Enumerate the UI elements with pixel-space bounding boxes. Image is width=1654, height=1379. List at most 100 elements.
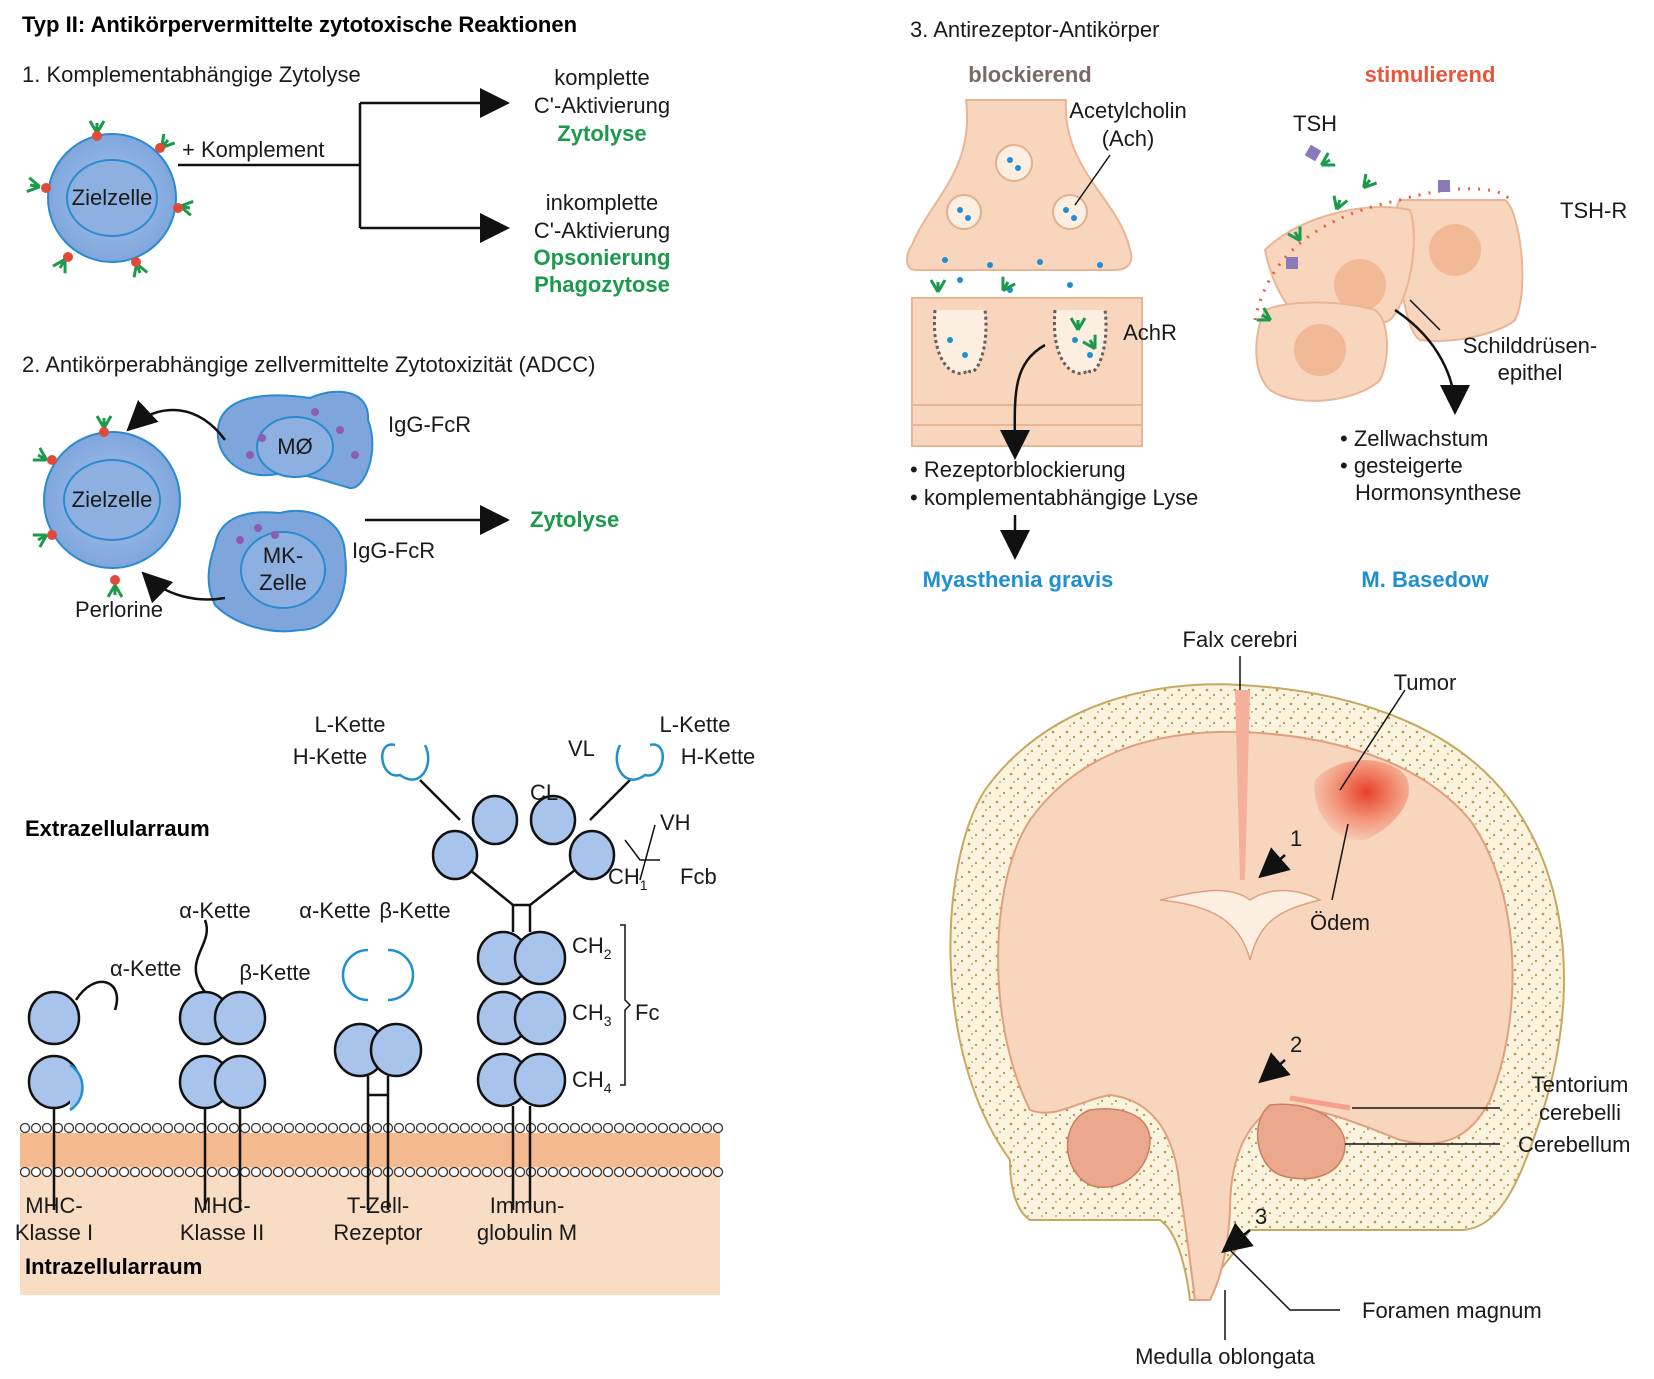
macrophage: MØ: [216, 390, 374, 489]
blocking-bullet-2: • komplementabhängige Lyse: [910, 485, 1198, 510]
mhc2-name-2: Klasse II: [180, 1220, 264, 1245]
lipid-head: [261, 1122, 273, 1134]
lipid-head: [657, 1166, 669, 1178]
lipid-head: [261, 1166, 273, 1178]
fc-label: Fc: [635, 1000, 659, 1025]
falx-label: Falx cerebri: [1183, 627, 1298, 652]
cerebellum-left: [1066, 1108, 1151, 1188]
fcb-label: Fcb: [680, 864, 717, 889]
lipid-head: [250, 1122, 262, 1134]
lipid-head: [371, 1166, 383, 1178]
lipid-head: [624, 1166, 636, 1178]
panel-type-ii: Typ II: Antikörpervermittelte zytotoxisc…: [22, 12, 670, 633]
thyroid-label-2: epithel: [1498, 360, 1563, 385]
lipid-head: [602, 1166, 614, 1178]
lipid-head: [459, 1166, 471, 1178]
lipid-head: [690, 1166, 702, 1178]
tcr-name-1: T-Zell-: [347, 1193, 409, 1218]
myasthenia-gravis-label: Myasthenia gravis: [923, 567, 1114, 592]
section1-heading: 1. Komplementabhängige Zytolyse: [22, 62, 361, 87]
lipid-head: [591, 1166, 603, 1178]
lipid-head: [118, 1166, 130, 1178]
panel-antireceptor: 3. Antirezeptor-Antikörper blockierend s…: [906, 17, 1627, 592]
lipid-head: [558, 1122, 570, 1134]
lipid-head: [96, 1166, 108, 1178]
lipid-head: [701, 1166, 713, 1178]
lipid-head: [107, 1122, 119, 1134]
intracellular-label: Intrazellularraum: [25, 1254, 202, 1279]
nk-cell-label-1: MK-: [263, 543, 303, 568]
tsh-r-label: TSH-R: [1560, 198, 1627, 223]
igm-name-1: Immun-: [490, 1193, 565, 1218]
ch4-label: CH4: [572, 1067, 612, 1096]
mo-attack-arrow: [126, 399, 227, 441]
lipid-head: [701, 1122, 713, 1134]
lipid-head: [316, 1166, 328, 1178]
lipid-head: [151, 1122, 163, 1134]
stimulating-arrow: [1394, 308, 1470, 415]
lipid-head: [338, 1122, 350, 1134]
lipid-head: [415, 1166, 427, 1178]
lipid-head: [349, 1122, 361, 1134]
lipid-head: [129, 1166, 141, 1178]
lipid-head: [19, 1166, 31, 1178]
mhc1-alpha-label: α-Kette: [110, 956, 181, 981]
mhc1-name-2: Klasse I: [15, 1220, 93, 1245]
lipid-head: [470, 1166, 482, 1178]
synapse-illustration: [906, 99, 1143, 447]
complete-label: komplette: [554, 65, 649, 90]
lipid-head: [657, 1122, 669, 1134]
tumor-label: Tumor: [1394, 670, 1457, 695]
lipid-head: [316, 1122, 328, 1134]
lipid-head: [206, 1166, 218, 1178]
medulla-label: Medulla oblongata: [1135, 1344, 1316, 1369]
igg-fcr-label-top: IgG-FcR: [388, 412, 471, 437]
lipid-head: [239, 1122, 251, 1134]
lipid-head: [85, 1122, 97, 1134]
lipid-head: [74, 1122, 86, 1134]
igg-fcr-label-bottom: IgG-FcR: [352, 538, 435, 563]
target-cell-1: Zielzelle: [25, 119, 195, 279]
nk-attack-arrow: [141, 571, 226, 604]
lipid-head: [151, 1166, 163, 1178]
cl-label: CL: [530, 780, 558, 805]
lipid-head: [415, 1122, 427, 1134]
lipid-head: [437, 1122, 449, 1134]
tsh-label: TSH: [1293, 111, 1337, 136]
lipid-head: [492, 1122, 504, 1134]
lipid-head: [393, 1166, 405, 1178]
lipid-head: [481, 1122, 493, 1134]
lipid-head: [668, 1122, 680, 1134]
lipid-head: [602, 1122, 614, 1134]
arrow-2-label: 2: [1290, 1032, 1302, 1057]
lipid-head: [41, 1166, 53, 1178]
lipid-head: [63, 1122, 75, 1134]
lipid-head: [459, 1122, 471, 1134]
immunoglobulin-m: [381, 743, 664, 1210]
target-cell-label: Zielzelle: [72, 185, 153, 210]
lipid-head: [646, 1166, 658, 1178]
lipid-head: [338, 1166, 350, 1178]
tcr-beta-label: β-Kette: [379, 898, 450, 923]
lipid-head: [283, 1166, 295, 1178]
thyroid-cells: [1253, 144, 1524, 402]
lipid-head: [74, 1166, 86, 1178]
arrow-3-label: 3: [1255, 1204, 1267, 1229]
lipid-head: [712, 1122, 724, 1134]
achr-label: AchR: [1123, 320, 1177, 345]
lipid-head: [426, 1166, 438, 1178]
molecule-labels: MHC- Klasse I MHC- Klasse II T-Zell- Rez…: [15, 1193, 577, 1245]
stim-bullet-1: • Zellwachstum: [1340, 426, 1488, 451]
stim-bullet-2: • gesteigerte: [1340, 453, 1463, 478]
lipid-head: [283, 1122, 295, 1134]
lipid-head: [206, 1122, 218, 1134]
panel-brain-herniation: 1 2 3 Falx cerebri Tumor Ödem Tentorium …: [949, 627, 1631, 1369]
lipid-head: [613, 1122, 625, 1134]
lipid-head: [85, 1166, 97, 1178]
perlorine-label: Perlorine: [75, 597, 163, 622]
t-cell-receptor: [333, 948, 423, 1210]
lipid-head: [349, 1166, 361, 1178]
lipid-head: [470, 1122, 482, 1134]
lipid-head: [646, 1122, 658, 1134]
blocking-title: blockierend: [968, 62, 1091, 87]
